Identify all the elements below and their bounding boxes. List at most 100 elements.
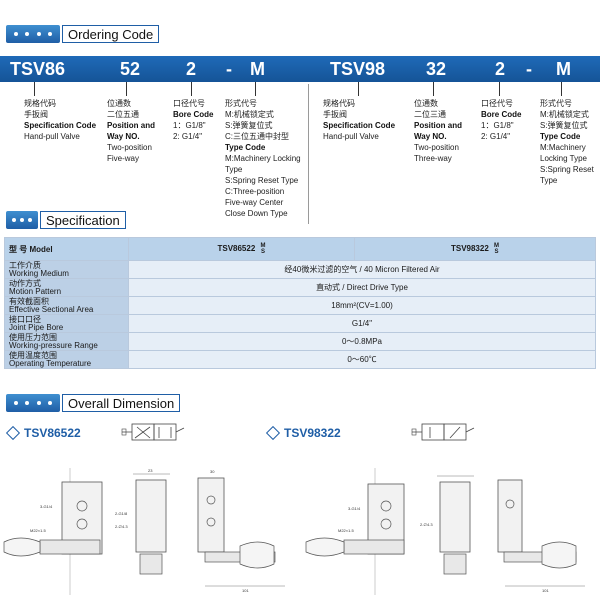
row-label-cn: 接口口径 [9, 314, 41, 324]
dots-badge [6, 25, 60, 43]
desc: Type [540, 176, 558, 185]
cn-label: 位通数 [107, 99, 131, 108]
code-position-left: 52 [120, 59, 141, 79]
dim-label: 3-G1/4 [40, 504, 53, 509]
row-label-en: Working-pressure Range [9, 340, 98, 350]
spec-code-col-right: 规格代码 手扳阀 Specification Code Hand-pull Va… [323, 98, 395, 142]
code-bore-left: 2 [186, 59, 197, 79]
dimension-header: Overall Dimension [6, 394, 181, 412]
model-name: TSV98322 [450, 244, 489, 254]
dimension-drawing-tsv86522: 3-G1/4 M22×1.5 2-G1/8 2-∅4.3 23 30 101 [3, 468, 285, 595]
tick [433, 82, 434, 96]
desc: Close Down Type [225, 209, 288, 218]
tick [255, 82, 256, 96]
desc: C:Three-position [225, 187, 285, 196]
section-title: Ordering Code [62, 25, 160, 43]
divider [308, 84, 309, 224]
type-col-right: 形式代号 M:机械锁定式 S:弹簧复位式 Type Code M:Machine… [540, 98, 594, 186]
cn-label: 规格代码 [323, 99, 355, 108]
cn-label: 口径代号 [481, 99, 513, 108]
section-title: Overall Dimension [62, 394, 181, 412]
diamond-icon [265, 425, 281, 441]
en-label: Bore Code [481, 110, 522, 119]
row-label-cn: 有效截面积 [9, 296, 49, 306]
specification-header: Specification [6, 211, 126, 229]
diamond-icon [5, 425, 21, 441]
dim-label: 23 [148, 468, 153, 473]
dimension-model-2-label: TSV98322 [284, 426, 341, 440]
row-label-cn: 动作方式 [9, 278, 41, 288]
cn-label: 手扳阀 [24, 110, 48, 119]
position-col-left: 位通数 二位五通 Position and Way NO. Two-positi… [107, 98, 155, 164]
dim-label: M22×1.5 [338, 528, 354, 533]
dimension-model-1-label: TSV86522 [24, 426, 81, 440]
dim-label: 2-∅4.3 [420, 522, 433, 527]
desc: Two-position [414, 143, 459, 152]
row-value: 18mm²(CV=1.00) [128, 296, 596, 315]
row-value: 0～0.8MPa [128, 332, 596, 351]
cn-label: 形式代号 [225, 99, 257, 108]
en-label: Position and [414, 121, 462, 130]
tick [191, 82, 192, 96]
desc: M:Machinery [540, 143, 586, 152]
suffix-m: M [494, 243, 500, 249]
suffix-m: M [260, 243, 266, 249]
valve-symbol-3-way [411, 423, 475, 441]
code-dash-right: - [526, 59, 532, 79]
desc: Type [225, 165, 243, 174]
section-title: Specification [40, 211, 126, 229]
code-dash-left: - [226, 59, 232, 79]
desc: Hand-pull Valve [323, 132, 379, 141]
row-value: 经40微米过滤的空气 / 40 Micron Filtered Air [128, 260, 596, 279]
dim-label: 2-∅4.3 [115, 524, 128, 529]
desc: Locking Type [540, 154, 587, 163]
row-label-cn: 使用压力范围 [9, 332, 57, 342]
row-label-en: Effective Sectional Area [9, 304, 94, 314]
spec-code-col-left: 规格代码 手扳阀 Specification Code Hand-pull Va… [24, 98, 96, 142]
desc: Five-way Center [225, 198, 284, 207]
dim-label: 30 [210, 469, 215, 474]
desc: Five-way [107, 154, 140, 163]
bore-col-right: 口径代号 Bore Code 1：G1/8" 2: G1/4" [481, 98, 521, 142]
en-label: Position and [107, 121, 155, 130]
cn-label: M:机械锁定式 [225, 110, 274, 119]
row-value: 0～60℃ [128, 350, 596, 369]
model-suffix: M S [494, 243, 499, 255]
en-label: Type Code [540, 132, 581, 141]
model-col-1: TSV86522 M S [128, 237, 355, 261]
tick [126, 82, 127, 96]
tick [561, 82, 562, 96]
desc: Hand-pull Valve [24, 132, 80, 141]
dim-label: M22×1.5 [30, 528, 46, 533]
tick [34, 82, 35, 96]
code-bore-right: 2 [495, 59, 506, 79]
option: 1：G1/8" [481, 121, 514, 130]
code-type-left: M [250, 59, 265, 79]
en-label: Specification Code [24, 121, 97, 130]
option: 1：G1/8" [173, 121, 206, 130]
row-value: 直动式 / Direct Drive Type [128, 278, 596, 297]
row-label-cn: 使用温度范围 [9, 350, 57, 360]
en-label: Way NO. [414, 132, 447, 141]
row-label-en: Working Medium [9, 268, 69, 278]
type-col-left: 形式代号 M:机械锁定式 S:弹簧复位式 C:三位五通中封型 Type Code… [225, 98, 301, 219]
cn-label: S:弹簧复位式 [225, 121, 273, 130]
row-label-en: Joint Pipe Bore [9, 322, 64, 332]
model-col-2: TSV98322 M S [354, 237, 596, 261]
dots-badge [6, 211, 38, 229]
row-value: G1/4" [128, 314, 596, 333]
dim-label: 101 [542, 588, 549, 593]
cn-label: M:机械锁定式 [540, 110, 589, 119]
code-position-right: 32 [426, 59, 447, 79]
model-name: TSV86522 [217, 244, 256, 254]
dim-label: 3-G1/4 [348, 506, 361, 511]
code-type-right: M [556, 59, 571, 79]
suffix-s: S [261, 249, 266, 255]
desc: S:Spring Reset Type [225, 176, 299, 185]
